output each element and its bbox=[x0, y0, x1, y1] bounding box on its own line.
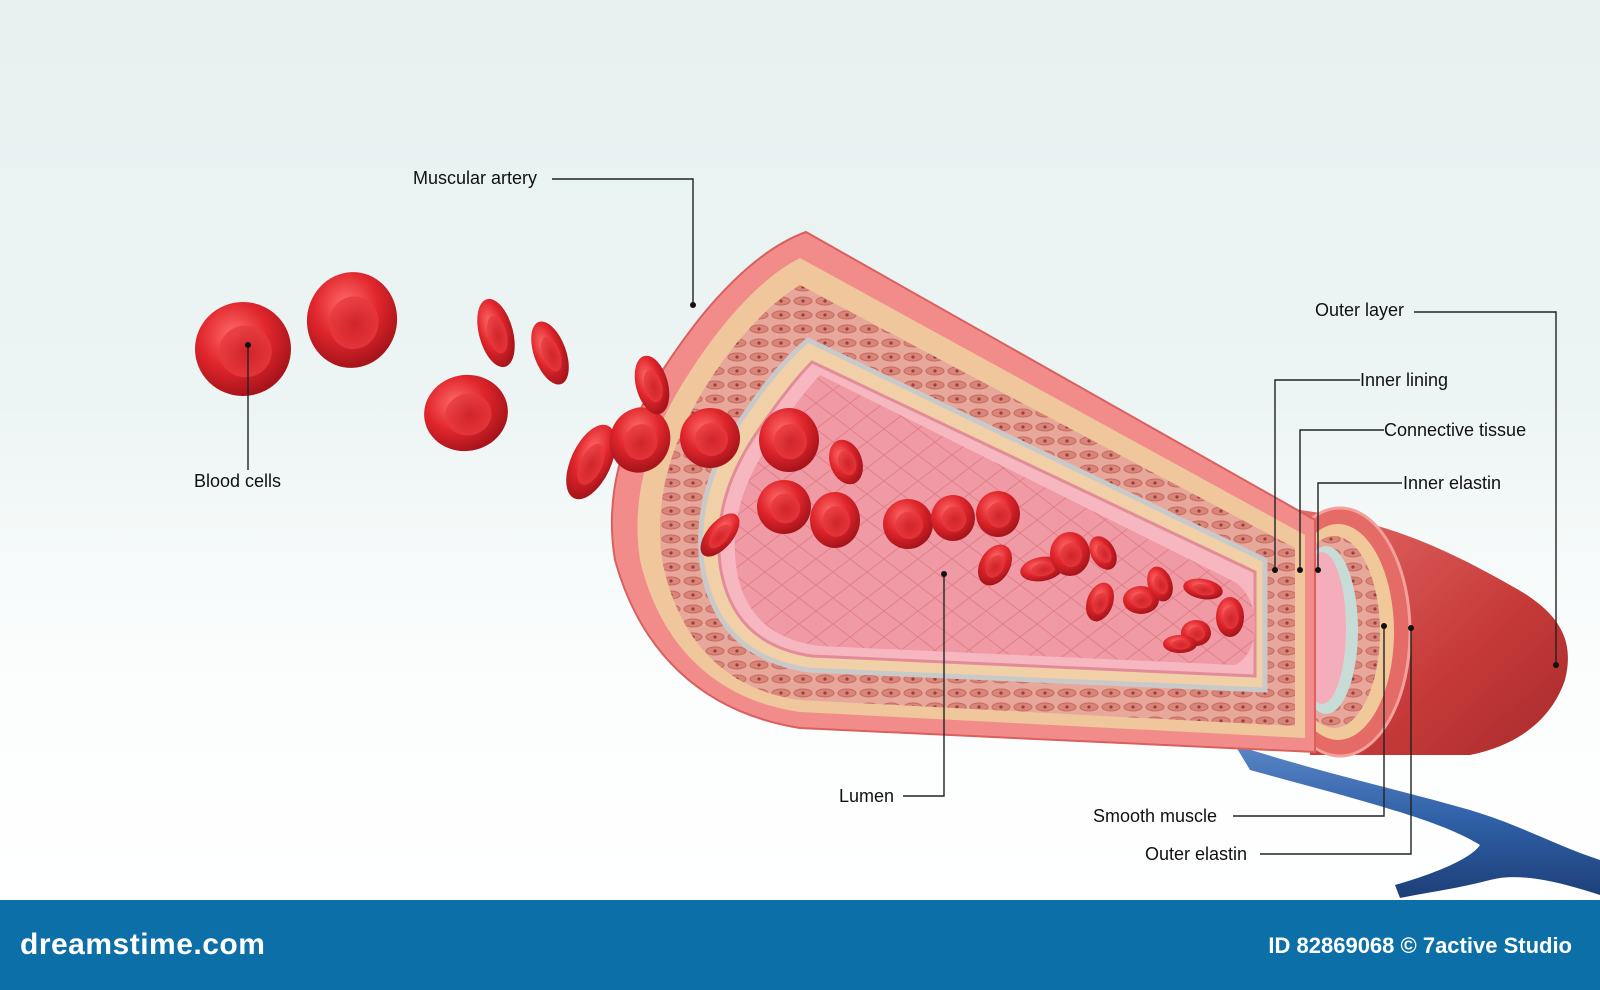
blood-cell bbox=[1183, 578, 1223, 600]
blood-cell bbox=[609, 407, 671, 473]
blood-cell bbox=[883, 499, 933, 549]
leader-muscular-artery bbox=[552, 178, 694, 305]
blood-cell bbox=[1050, 532, 1090, 576]
blood-cell bbox=[1147, 566, 1173, 602]
watermark-footer: dreamstime.com ID 82869068 © 7active Stu… bbox=[0, 900, 1600, 990]
blood-cell bbox=[195, 302, 291, 396]
label-muscular-artery: Muscular artery bbox=[413, 168, 538, 188]
blood-cell bbox=[1216, 597, 1244, 637]
blood-cell bbox=[634, 355, 670, 415]
blood-cell bbox=[829, 439, 863, 485]
leader-outer-layer bbox=[1414, 311, 1557, 665]
blood-cells-group bbox=[195, 272, 1244, 653]
leader-inner-lining bbox=[1274, 379, 1360, 570]
label-inner-elastin: Inner elastin bbox=[1403, 473, 1502, 493]
blood-cell bbox=[700, 513, 740, 557]
blood-cell bbox=[759, 408, 819, 472]
blood-cell bbox=[1089, 536, 1117, 570]
blood-cell bbox=[566, 424, 616, 500]
leader-connective-tissue bbox=[1299, 429, 1384, 570]
blood-cell bbox=[477, 298, 515, 368]
blood-cell bbox=[680, 408, 740, 468]
blood-cell bbox=[531, 321, 569, 385]
leader-smooth-muscle bbox=[1233, 626, 1385, 817]
blood-cell bbox=[976, 491, 1020, 537]
blood-cell bbox=[757, 480, 811, 534]
vein-shape bbox=[1235, 745, 1600, 898]
artery-illustration bbox=[195, 178, 1600, 898]
blood-cell bbox=[306, 272, 398, 368]
footer-credit: ID 82869068 © 7active Studio bbox=[1268, 933, 1572, 958]
leader-dots bbox=[245, 302, 1559, 668]
label-blood-cells: Blood cells bbox=[194, 471, 282, 491]
leader-inner-elastin bbox=[1317, 482, 1402, 570]
blood-cell bbox=[424, 374, 508, 452]
label-outer-elastin: Outer elastin bbox=[1145, 844, 1248, 864]
label-lumen: Lumen bbox=[839, 786, 895, 806]
leader-lines bbox=[247, 178, 1557, 855]
footer-brand: dreamstime.com bbox=[20, 928, 266, 961]
leader-outer-elastin bbox=[1260, 628, 1412, 855]
blood-cell bbox=[977, 544, 1013, 586]
blood-cell bbox=[1163, 635, 1197, 653]
diagram-canvas: Muscular artery Blood cells Outer layer … bbox=[0, 0, 1600, 900]
label-outer-layer: Outer layer bbox=[1315, 300, 1405, 320]
label-smooth-muscle: Smooth muscle bbox=[1093, 806, 1218, 826]
leader-lumen bbox=[903, 574, 945, 797]
blood-cell bbox=[1123, 586, 1159, 614]
blood-cell bbox=[810, 492, 860, 548]
blood-cell bbox=[931, 495, 975, 541]
label-connective-tissue: Connective tissue bbox=[1384, 420, 1527, 440]
label-inner-lining: Inner lining bbox=[1360, 370, 1449, 390]
blood-cell bbox=[1085, 582, 1115, 622]
